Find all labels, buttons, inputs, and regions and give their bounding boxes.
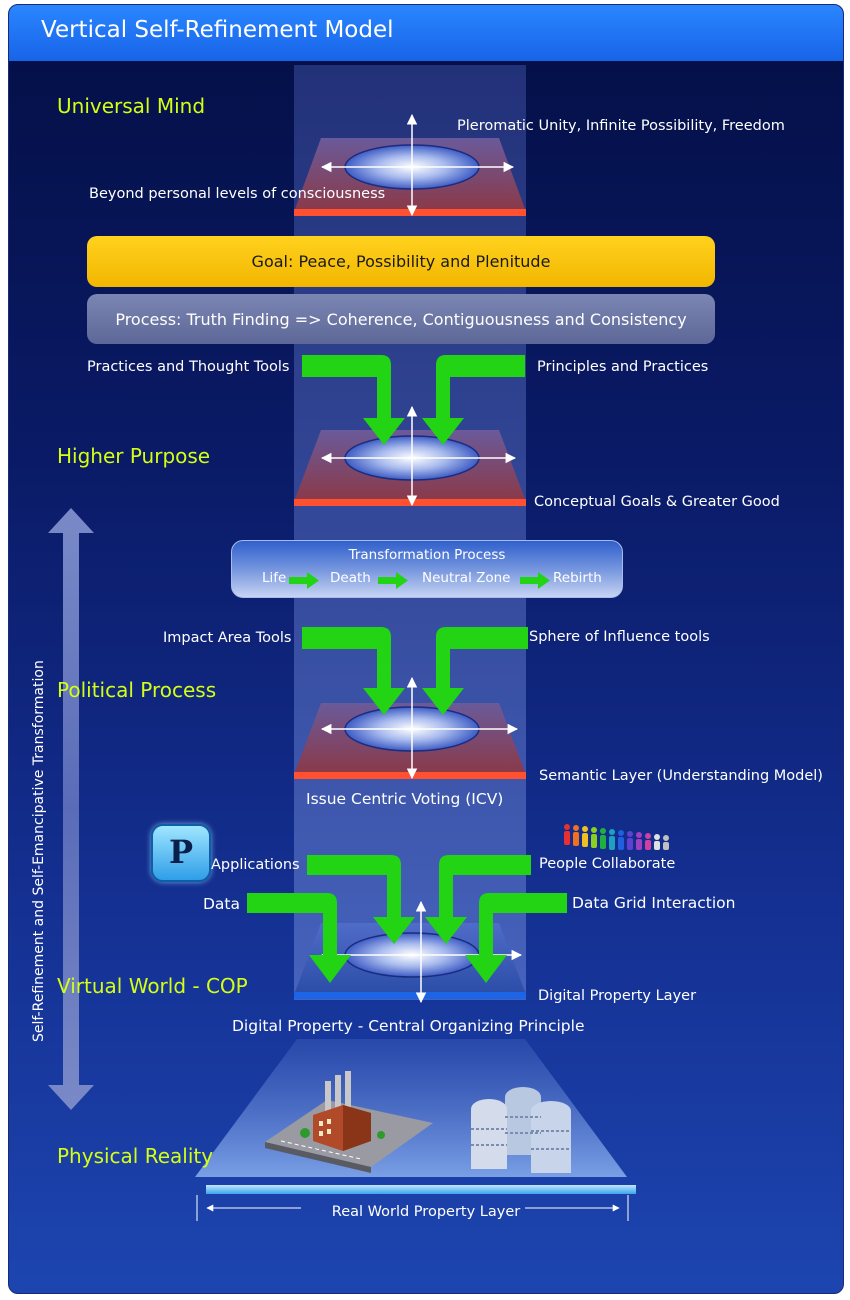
p-application-icon-letter: P: [168, 833, 194, 871]
diagram-graphics: [48, 65, 629, 1221]
flow-arrows: [247, 355, 567, 983]
label-applications: Applications: [211, 857, 300, 873]
label-semantic-layer: Semantic Layer (Understanding Model): [539, 768, 823, 784]
stage-arrow-icon: [520, 572, 550, 589]
label-digital-property-layer: Digital Property Layer: [538, 988, 697, 1004]
central-column: [294, 65, 526, 1000]
level-virtual-world: Virtual World - COP: [57, 974, 248, 998]
stage-death: Death: [330, 570, 371, 586]
universal-mind-layer: [294, 113, 526, 217]
label-beyond-personal: Beyond personal levels of consciousness: [89, 186, 386, 202]
factory-illustration: [265, 1071, 433, 1173]
real-world-property-bar: [206, 1185, 636, 1194]
label-central-organizing-principle: Digital Property - Central Organizing Pr…: [232, 1017, 585, 1035]
data-storage-cylinders: [471, 1087, 571, 1173]
stage-neutral-zone: Neutral Zone: [422, 570, 511, 586]
label-data-grid: Data Grid Interaction: [572, 894, 736, 912]
goal-bar: Goal: Peace, Possibility and Plenitude: [87, 236, 715, 287]
level-universal-mind: Universal Mind: [57, 94, 206, 118]
transformation-process-box: Transformation Process Life Death Neutra…: [231, 540, 623, 598]
stage-life: Life: [262, 570, 287, 586]
stage-arrow-icon: [289, 572, 319, 589]
higher-purpose-layer: [294, 405, 526, 507]
label-data: Data: [203, 895, 241, 913]
process-bar: Process: Truth Finding => Coherence, Con…: [87, 294, 715, 344]
label-people-collaborate: People Collaborate: [539, 856, 676, 872]
p-application-icon: P: [151, 824, 211, 882]
label-practices-thought-tools: Practices and Thought Tools: [87, 359, 290, 375]
stage-arrow-icon: [378, 572, 408, 589]
virtual-world-layer: [294, 900, 526, 1004]
level-physical-reality: Physical Reality: [57, 1144, 214, 1168]
people-group-icon: [564, 824, 669, 850]
label-principles-practices: Principles and Practices: [537, 359, 709, 375]
stage-rebirth: Rebirth: [553, 570, 602, 586]
label-sphere-of-influence: Sphere of Influence tools: [529, 629, 710, 645]
diagram-frame: Vertical Self-Refinement Model: [8, 4, 844, 1294]
political-process-layer: [294, 676, 526, 780]
label-real-world-property-layer: Real World Property Layer: [331, 1204, 521, 1220]
real-world-dimension-arrows: [196, 1195, 629, 1221]
vertical-double-arrow: [48, 508, 94, 1110]
label-pleromatic: Pleromatic Unity, Infinite Possibility, …: [457, 118, 785, 134]
transformation-title: Transformation Process: [348, 547, 506, 563]
diagram-title: Vertical Self-Refinement Model: [41, 17, 394, 43]
level-higher-purpose: Higher Purpose: [57, 444, 211, 468]
level-political-process: Political Process: [57, 678, 217, 702]
vertical-axis-label: Self-Refinement and Self-Emancipative Tr…: [31, 660, 47, 1042]
label-conceptual-goals: Conceptual Goals & Greater Good: [534, 494, 780, 510]
label-icv: Issue Centric Voting (ICV): [306, 790, 504, 808]
label-impact-area-tools: Impact Area Tools: [163, 630, 292, 646]
title-bar: Vertical Self-Refinement Model: [9, 5, 843, 61]
